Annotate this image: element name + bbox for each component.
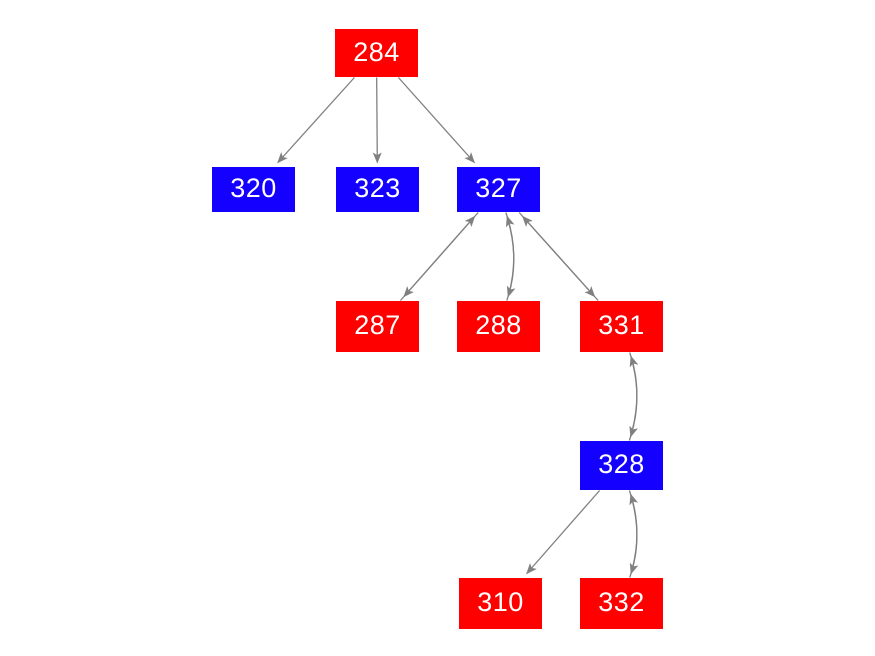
graph-node-328[interactable]: 328 bbox=[580, 441, 663, 490]
graph-node-332[interactable]: 332 bbox=[580, 578, 663, 629]
graph-node-label: 310 bbox=[477, 587, 524, 617]
edge-paths bbox=[277, 77, 639, 578]
graph-edge-284-327 bbox=[397, 77, 476, 164]
graph-node-331[interactable]: 331 bbox=[580, 301, 663, 352]
graph-node-284[interactable]: 284 bbox=[335, 29, 418, 77]
graph-node-label: 331 bbox=[598, 310, 645, 340]
graph-edge-284-320 bbox=[277, 77, 355, 164]
graph-edge-288-327 bbox=[505, 215, 515, 301]
graph-node-label: 327 bbox=[475, 173, 522, 203]
graph-edge-328-310 bbox=[526, 490, 601, 575]
graph-node-label: 288 bbox=[475, 310, 522, 340]
graph-node-label: 287 bbox=[354, 310, 401, 340]
graph-edge-287-327 bbox=[399, 215, 476, 301]
graph-edge-328-331 bbox=[628, 355, 639, 441]
graph-node-label: 284 bbox=[353, 36, 400, 67]
graph-node-327[interactable]: 327 bbox=[457, 167, 540, 212]
graph-node-label: 328 bbox=[598, 449, 645, 479]
graph-edge-284-323 bbox=[372, 77, 382, 164]
graph-edge-332-328 bbox=[629, 493, 639, 578]
graph-edge-331-327 bbox=[522, 215, 599, 301]
graph-node-320[interactable]: 320 bbox=[212, 167, 295, 212]
graph-node-287[interactable]: 287 bbox=[336, 301, 419, 352]
graph-node-label: 323 bbox=[354, 173, 401, 203]
graph-node-310[interactable]: 310 bbox=[459, 578, 542, 629]
graph-node-label: 320 bbox=[230, 173, 277, 203]
graph-node-323[interactable]: 323 bbox=[336, 167, 419, 212]
graph-node-label: 332 bbox=[598, 587, 645, 617]
graph-node-288[interactable]: 288 bbox=[457, 301, 540, 352]
